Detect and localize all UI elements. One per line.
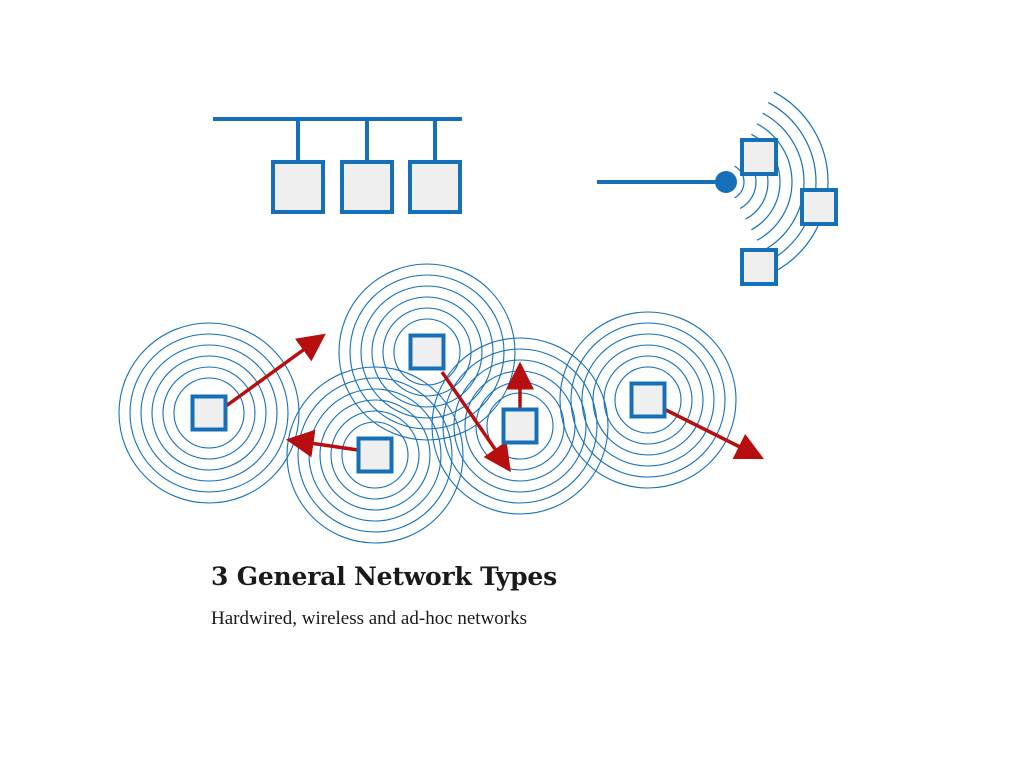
movement-arrow — [285, 429, 359, 458]
wired-node-1 — [271, 160, 325, 214]
wireless-node-1 — [740, 138, 778, 176]
signal-ring — [453, 359, 587, 493]
signal-ring — [341, 421, 409, 489]
signal-arc — [756, 123, 793, 241]
wifi-signal-rings — [734, 91, 829, 273]
signal-ring — [338, 263, 516, 441]
wired-node-3 — [408, 160, 462, 214]
signal-ring — [371, 296, 483, 408]
signal-ring — [614, 366, 682, 434]
adhoc-signal-rings — [118, 263, 737, 544]
adhoc-nodes — [190, 333, 667, 474]
signal-ring — [360, 285, 494, 419]
movement-arrows — [224, 333, 764, 473]
signal-ring — [349, 274, 505, 430]
signal-ring — [173, 377, 245, 449]
signal-arc — [734, 165, 745, 199]
signal-ring — [603, 355, 693, 445]
signal-ring — [559, 311, 737, 489]
movement-arrow — [665, 408, 764, 459]
signal-ring — [393, 318, 461, 386]
signal-ring — [118, 322, 300, 504]
signal-ring — [592, 344, 704, 456]
signal-ring — [162, 366, 256, 460]
signal-ring — [382, 307, 472, 397]
adhoc-node-3 — [356, 436, 394, 474]
signal-arc — [773, 91, 829, 273]
wireless-node-3 — [740, 248, 778, 286]
wireless-node-2 — [800, 188, 838, 226]
signal-ring — [570, 322, 726, 478]
wired-node-2 — [340, 160, 394, 214]
wireless-network — [597, 91, 838, 286]
movement-arrow — [440, 371, 511, 473]
signal-arc — [762, 112, 805, 252]
signal-ring — [581, 333, 715, 467]
adhoc-node-4 — [501, 407, 539, 445]
signal-ring — [330, 410, 420, 500]
signal-arc — [767, 102, 817, 262]
signal-ring — [151, 355, 267, 471]
adhoc-node-2 — [408, 333, 446, 371]
caption-subtitle: Hardwired, wireless and ad-hoc networks — [211, 608, 528, 629]
movement-arrow — [224, 333, 326, 408]
signal-ring — [442, 348, 598, 504]
access-point-dot — [715, 171, 737, 193]
signal-ring — [140, 344, 278, 482]
adhoc-node-1 — [190, 394, 228, 432]
ad-hoc-network — [118, 263, 764, 544]
signal-ring — [319, 399, 431, 511]
adhoc-node-5 — [629, 381, 667, 419]
signal-ring — [431, 337, 609, 515]
hardwired-network — [213, 117, 462, 214]
caption-title: 3 General Network Types — [211, 562, 557, 591]
signal-ring — [129, 333, 289, 493]
